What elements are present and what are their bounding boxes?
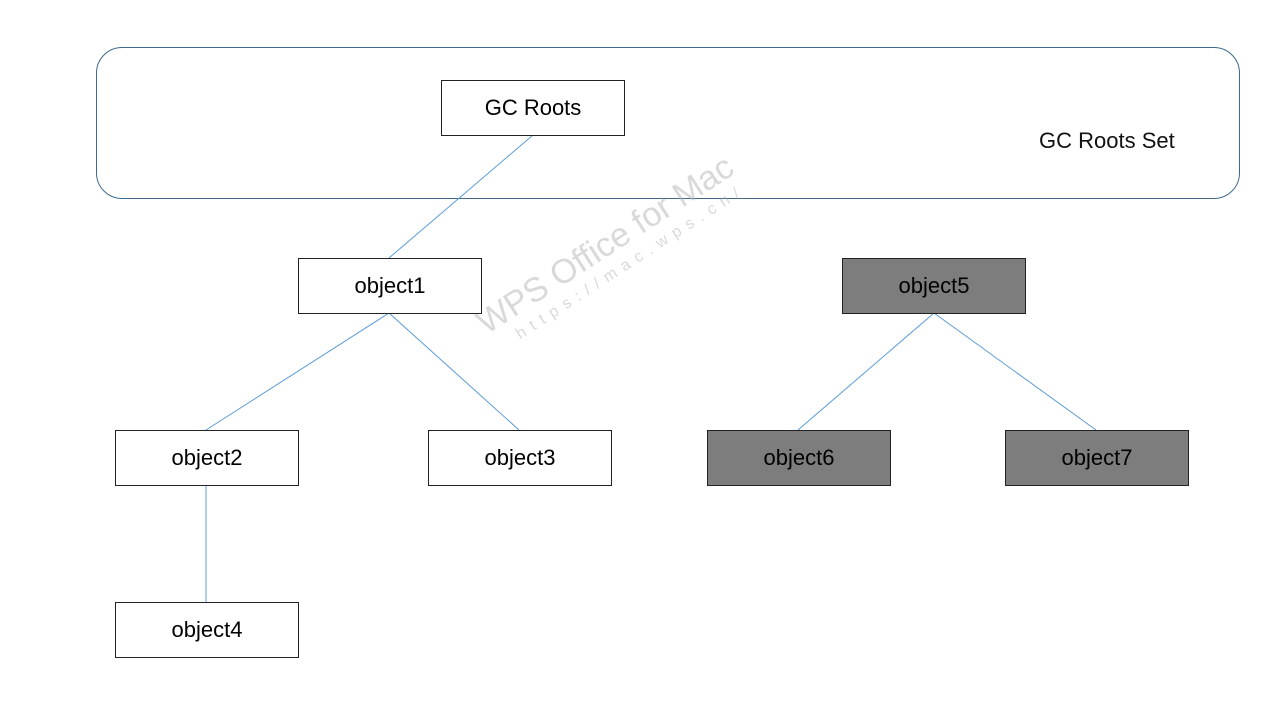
node-object6: object6 xyxy=(707,430,891,486)
gc-roots-set-container xyxy=(96,47,1240,199)
node-object2: object2 xyxy=(115,430,299,486)
node-object1: object1 xyxy=(298,258,482,314)
node-object5: object5 xyxy=(842,258,1026,314)
edge-gcroots-object1 xyxy=(388,134,534,259)
edge-object1-object3 xyxy=(388,312,520,431)
gc-roots-set-label: GC Roots Set xyxy=(1039,128,1175,153)
node-gc-roots: GC Roots xyxy=(441,80,625,136)
edge-object5-object6 xyxy=(797,312,935,431)
node-object7: object7 xyxy=(1005,430,1189,486)
node-object4: object4 xyxy=(115,602,299,658)
edge-object5-object7 xyxy=(933,312,1097,431)
node-object3: object3 xyxy=(428,430,612,486)
edge-object1-object2 xyxy=(205,312,390,431)
